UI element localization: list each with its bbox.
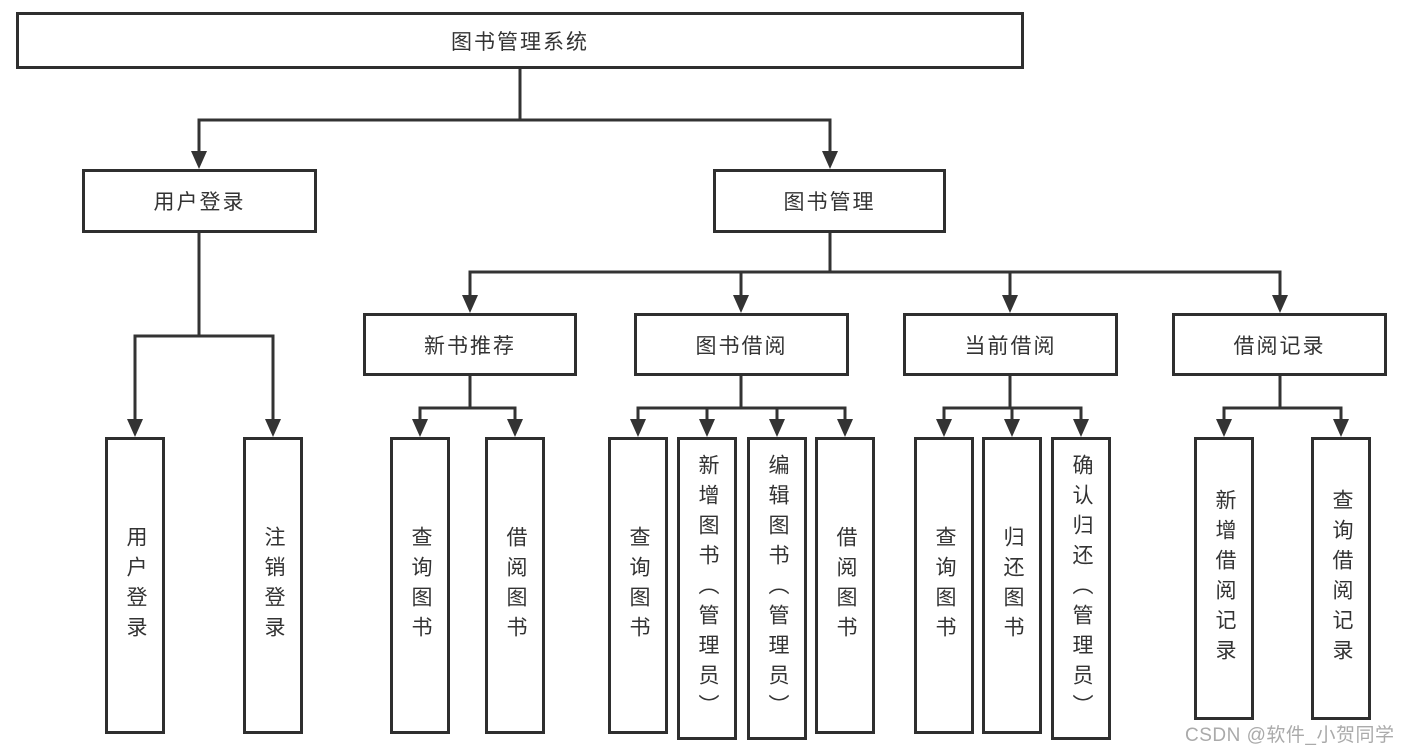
connector-book-borrow-to-leaves xyxy=(630,376,853,437)
leaf-query-books-current-label: 查询图书 xyxy=(933,525,956,646)
node-borrow-records-label: 借阅记录 xyxy=(1233,334,1326,358)
leaf-logout: 注销登录 xyxy=(243,437,303,734)
node-book-borrow: 图书借阅 xyxy=(634,313,849,376)
leaf-borrow-books-label: 借阅图书 xyxy=(834,525,857,646)
leaf-add-borrow-record: 新增借阅记录 xyxy=(1194,437,1254,720)
leaf-logout-label: 注销登录 xyxy=(262,525,285,646)
leaf-add-books-admin: 新增图书（管理员） xyxy=(677,437,737,740)
leaf-query-books-borrow: 查询图书 xyxy=(608,437,668,734)
leaf-add-borrow-record-label: 新增借阅记录 xyxy=(1213,488,1236,669)
connector-new-book-recommend-to-leaves xyxy=(412,376,523,437)
node-borrow-records: 借阅记录 xyxy=(1172,313,1387,376)
watermark-text: CSDN @软件_小贺同学 xyxy=(1185,725,1395,746)
leaf-query-books-current: 查询图书 xyxy=(914,437,974,734)
node-user-login-label: 用户登录 xyxy=(153,191,246,214)
connector-user-login-to-leaves xyxy=(127,233,281,437)
leaf-user-login: 用户登录 xyxy=(105,437,165,734)
leaf-query-books-recommend-label: 查询图书 xyxy=(409,525,432,646)
leaf-confirm-return-admin: 确认归还（管理员） xyxy=(1051,437,1111,740)
node-user-login: 用户登录 xyxy=(82,169,317,233)
node-current-borrow-label: 当前借阅 xyxy=(964,334,1057,358)
leaf-return-books: 归还图书 xyxy=(982,437,1042,734)
leaf-edit-books-admin-label: 编辑图书（管理员） xyxy=(766,453,789,724)
leaf-borrow-books-recommend-label: 借阅图书 xyxy=(504,525,527,646)
leaf-edit-books-admin: 编辑图书（管理员） xyxy=(747,437,807,740)
node-new-book-recommend-label: 新书推荐 xyxy=(424,334,516,358)
node-current-borrow: 当前借阅 xyxy=(903,313,1118,376)
leaf-user-login-label: 用户登录 xyxy=(124,525,147,646)
node-book-management: 图书管理 xyxy=(713,169,946,233)
leaf-borrow-books-recommend: 借阅图书 xyxy=(485,437,545,734)
connector-current-borrow-to-leaves xyxy=(936,376,1089,437)
leaf-return-books-label: 归还图书 xyxy=(1001,525,1024,646)
node-book-borrow-label: 图书借阅 xyxy=(695,334,788,358)
root-node-label: 图书管理系统 xyxy=(451,30,589,54)
leaf-confirm-return-admin-label: 确认归还（管理员） xyxy=(1070,453,1093,724)
connector-book-management-to-level3 xyxy=(462,233,1288,313)
node-book-management-label: 图书管理 xyxy=(783,191,876,214)
leaf-query-borrow-record: 查询借阅记录 xyxy=(1311,437,1371,720)
leaf-query-borrow-record-label: 查询借阅记录 xyxy=(1330,488,1353,669)
connector-root-to-level2 xyxy=(191,69,838,169)
node-new-book-recommend: 新书推荐 xyxy=(363,313,577,376)
leaf-query-books-recommend: 查询图书 xyxy=(390,437,450,734)
connector-borrow-records-to-leaves xyxy=(1216,376,1349,437)
leaf-query-books-borrow-label: 查询图书 xyxy=(627,525,650,646)
leaf-add-books-admin-label: 新增图书（管理员） xyxy=(696,453,719,724)
root-node-system-title: 图书管理系统 xyxy=(16,12,1024,69)
leaf-borrow-books: 借阅图书 xyxy=(815,437,875,734)
